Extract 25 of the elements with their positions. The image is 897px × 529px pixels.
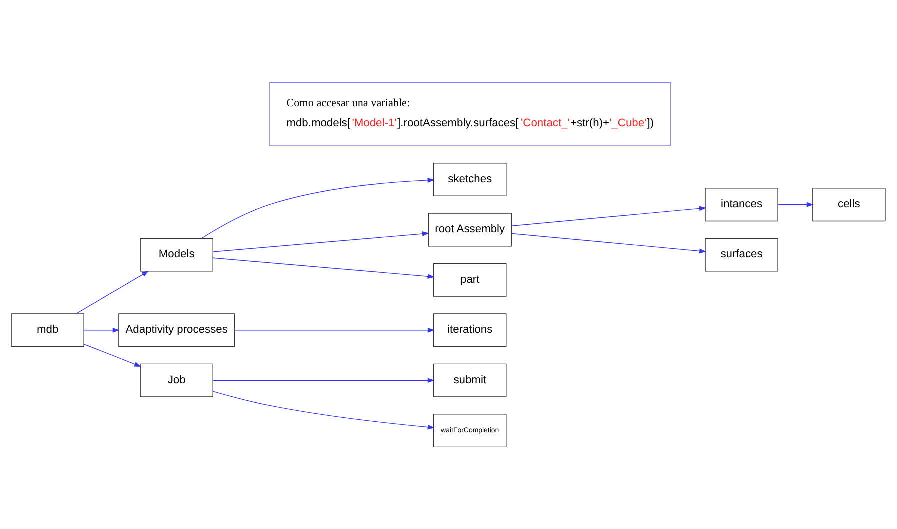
node-box: surfaces — [705, 238, 778, 272]
node-box: Adaptivity processes — [118, 313, 236, 347]
node-box: submit — [434, 363, 507, 397]
arrow — [212, 231, 430, 252]
arrow — [778, 202, 814, 207]
node-box: iterations — [434, 313, 507, 347]
arrow — [84, 344, 142, 366]
node-box: cells — [812, 188, 886, 222]
node-box: Job — [140, 363, 214, 397]
arrow — [76, 270, 150, 314]
node-box: root Assembly — [428, 212, 512, 246]
arrow — [212, 378, 435, 383]
node-box: Como accesar una variable: mdb.models['Model-1'].rootAssembly.surfaces['Contact_'+str(h)+'_Cube']) — [269, 82, 671, 146]
node-box: sketches — [434, 162, 507, 196]
node-box: Models — [140, 238, 214, 272]
arrow — [201, 178, 435, 238]
node-box: mdb — [11, 313, 84, 347]
node-box: intances — [705, 188, 778, 222]
arrow — [84, 327, 120, 332]
arrow — [512, 232, 707, 254]
arrow — [234, 327, 435, 332]
node-box: part — [434, 262, 507, 296]
arrow — [212, 257, 435, 279]
arrow — [212, 390, 435, 430]
arrow — [512, 206, 707, 226]
